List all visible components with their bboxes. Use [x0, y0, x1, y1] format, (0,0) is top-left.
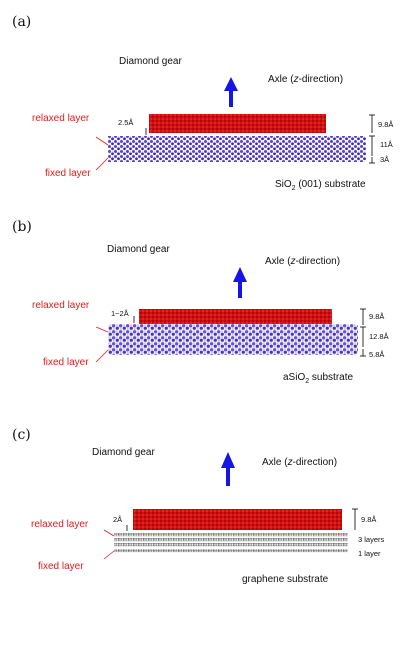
axle-label-a: Axle (z-direction) [268, 74, 344, 85]
dim-gear-c: 9.8Å [361, 515, 377, 524]
dim-relaxed-b: 12.8Å [369, 332, 389, 341]
fixed-layer-label-a: fixed layer [45, 168, 91, 179]
fixed-leader-c [103, 550, 115, 560]
dim-fixed-a: 3Å [380, 155, 390, 164]
axle-arrow-c [221, 452, 235, 486]
dim-relaxed-a: 11Å [380, 140, 393, 149]
fixed-leader-b [95, 349, 109, 363]
fixed-layer-label-c: fixed layer [38, 561, 84, 572]
dim-lines-b [360, 308, 366, 357]
gear-title-c: Diamond gear [92, 447, 155, 458]
substrate-label-a: SiO2 (001) substrate [275, 179, 366, 192]
relaxed-layer-label-c: relaxed layer [31, 519, 89, 530]
asio2-substrate-b [108, 324, 358, 355]
panel-label-b: (b) [12, 219, 32, 235]
axle-arrow-b [233, 267, 247, 298]
dim-lines-a [369, 114, 375, 164]
axle-label-c: Axle (z-direction) [262, 457, 338, 468]
sio2-substrate-a [108, 136, 366, 162]
panel-b-graphic [95, 267, 366, 363]
gear-title-b: Diamond gear [107, 244, 170, 255]
panel-a-graphic [95, 77, 375, 171]
dim-fixed-b: 5.8Å [369, 350, 385, 359]
gap-label-c: 2Å [113, 515, 123, 524]
graphene-substrate-c [114, 533, 348, 553]
diamond-gear-c [133, 509, 342, 530]
dim-relaxed-c: 3 layers [358, 535, 385, 544]
panel-label-c: (c) [12, 427, 31, 443]
fixed-layer-label-b: fixed layer [43, 357, 89, 368]
axle-arrow-a [224, 77, 238, 107]
relaxed-leader-a [95, 136, 109, 146]
diamond-gear-a [149, 114, 326, 133]
gap-label-a: 2.5Å [118, 118, 134, 127]
diamond-gear-b [139, 309, 332, 326]
panel-label-a: (a) [12, 14, 32, 30]
relaxed-leader-b [95, 326, 109, 333]
dim-gear-a: 9.8Å [378, 120, 394, 129]
relaxed-layer-label-a: relaxed layer [32, 113, 90, 124]
dim-lines-c [352, 508, 358, 530]
panel-c-graphic [103, 452, 358, 560]
fixed-leader-a [95, 157, 109, 171]
axle-label-b: Axle (z-direction) [265, 256, 341, 267]
gear-title-a: Diamond gear [119, 56, 182, 67]
substrate-label-c: graphene substrate [242, 574, 329, 585]
dim-fixed-c: 1 layer [358, 549, 381, 558]
relaxed-layer-label-b: relaxed layer [32, 300, 90, 311]
dim-gear-b: 9.8Å [369, 312, 385, 321]
substrate-label-b: aSiO2 substrate [283, 372, 354, 385]
gap-label-b: 1~2Å [111, 309, 129, 318]
relaxed-leader-c [103, 529, 115, 537]
